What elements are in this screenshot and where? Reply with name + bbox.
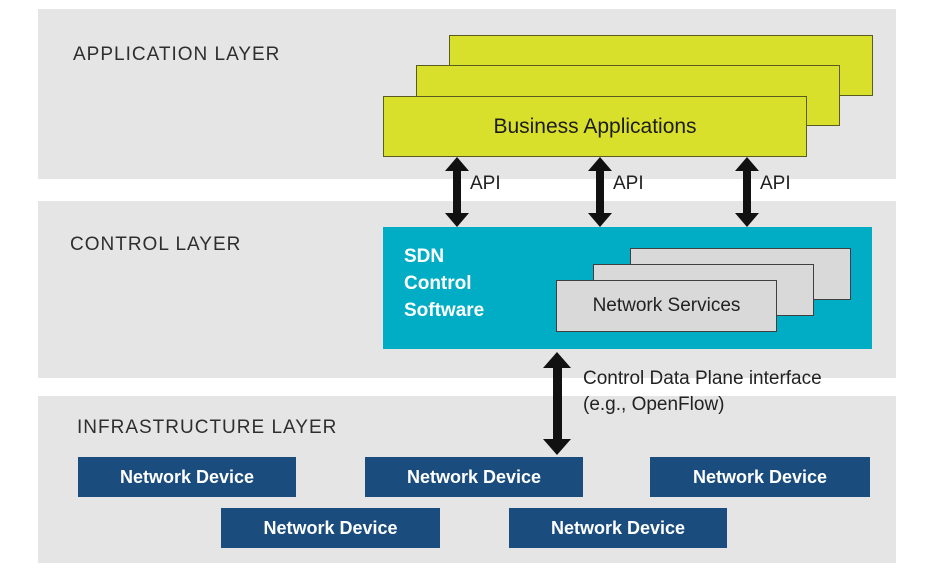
network-device-box-4: Network Device — [221, 508, 440, 548]
sdn-control-software-label: SDN Control Software — [404, 246, 485, 321]
arrow-head-up-icon — [445, 157, 469, 171]
api-label-1: API — [470, 173, 501, 194]
arrow-head-up-icon — [588, 157, 612, 171]
network-device-label: Network Device — [550, 517, 686, 538]
arrow-shaft — [552, 368, 562, 439]
arrow-shaft — [743, 171, 751, 213]
control-data-plane-arrow — [543, 352, 571, 455]
arrow-head-up-icon — [735, 157, 759, 171]
network-device-box-1: Network Device — [78, 457, 296, 497]
network-services-label: Network Services — [592, 295, 741, 316]
arrow-shaft — [596, 171, 604, 213]
network-device-box-3: Network Device — [650, 457, 870, 497]
arrow-head-down-icon — [588, 213, 612, 227]
arrow-head-up-icon — [543, 352, 571, 368]
network-device-label: Network Device — [406, 466, 542, 487]
arrow-head-down-icon — [735, 213, 759, 227]
network-services-box: Network Services — [556, 280, 777, 332]
api-arrow-2 — [588, 157, 612, 227]
arrow-head-down-icon — [445, 213, 469, 227]
application-layer-label: APPLICATION LAYER — [73, 44, 281, 65]
business-applications-label: Business Applications — [493, 114, 697, 138]
arrow-shaft — [453, 171, 461, 213]
network-device-box-2: Network Device — [365, 457, 583, 497]
network-device-label: Network Device — [263, 517, 398, 538]
api-arrow-3 — [735, 157, 759, 227]
network-device-label: Network Device — [692, 466, 828, 487]
business-applications-box: Business Applications — [383, 96, 807, 157]
control-layer-label: CONTROL LAYER — [70, 234, 242, 255]
arrow-head-down-icon — [543, 439, 571, 455]
infrastructure-layer-label: INFRASTRUCTURE LAYER — [77, 417, 338, 438]
control-data-plane-label: Control Data Plane interface (e.g., Open… — [583, 368, 822, 415]
api-label-3: API — [760, 173, 791, 194]
api-label-2: API — [613, 173, 644, 194]
network-device-box-5: Network Device — [509, 508, 727, 548]
network-device-label: Network Device — [119, 466, 255, 487]
api-arrow-1 — [445, 157, 469, 227]
